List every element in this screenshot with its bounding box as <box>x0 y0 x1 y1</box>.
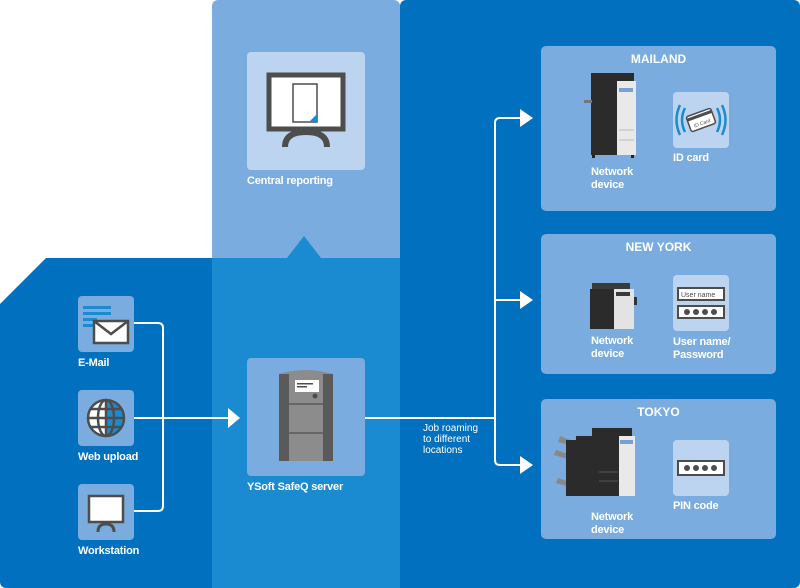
email-icon <box>83 306 130 345</box>
workstation-tile[interactable] <box>78 484 134 540</box>
location-title: MAILAND <box>630 52 687 66</box>
server-tile[interactable] <box>247 358 365 476</box>
roaming-trunk <box>494 117 521 466</box>
location-new-york: NEW YORK <box>541 234 776 374</box>
pin-pad-icon <box>677 460 725 476</box>
central-reporting-label: Central reporting <box>247 175 333 187</box>
arrow-to-mailand <box>520 109 533 127</box>
arrow-to-server <box>228 408 240 428</box>
arrow-to-tokyo <box>520 456 533 474</box>
device-label-line1: Network <box>591 511 633 523</box>
monitor-icon <box>87 494 125 533</box>
mailand-device-label: Network device <box>591 166 633 192</box>
roaming-line-3: locations <box>423 445 463 456</box>
login-label: User name/ Password <box>673 336 731 362</box>
id-card-label: ID card <box>673 152 709 164</box>
server-icon <box>279 370 333 461</box>
device-label-line2: device <box>591 348 625 360</box>
newyork-device-label: Network device <box>591 335 633 361</box>
auth-label-line1: User name/ <box>673 336 731 348</box>
server-label: YSoft SafeQ server <box>247 481 344 493</box>
login-form-icon: User name <box>677 287 725 319</box>
location-title: NEW YORK <box>625 240 692 254</box>
device-label-line2: device <box>591 179 625 191</box>
pin-code-label: PIN code <box>673 500 719 512</box>
auth-label-line2: Password <box>673 349 724 361</box>
id-card-icon: ID Card <box>675 104 727 136</box>
tokyo-printer <box>554 428 635 496</box>
pin-code-tile[interactable] <box>673 440 729 496</box>
login-tile[interactable]: User name <box>673 275 729 331</box>
location-mailand: MAILAND <box>541 46 776 211</box>
central-reporting-tile[interactable] <box>247 52 365 170</box>
id-card-tile[interactable]: ID Card <box>673 92 729 148</box>
mailand-printer <box>584 73 636 158</box>
roaming-line-2: to different <box>423 434 471 445</box>
web-upload-tile[interactable] <box>78 390 134 446</box>
location-title: TOKYO <box>637 405 680 419</box>
email-label: E-Mail <box>78 357 110 369</box>
svg-text:User name: User name <box>681 292 715 299</box>
newyork-printer <box>590 283 637 329</box>
device-label-line1: Network <box>591 166 633 178</box>
report-monitor-icon <box>266 72 346 148</box>
web-upload-label: Web upload <box>78 451 139 463</box>
svg-text:ID Card: ID Card <box>693 118 711 130</box>
tokyo-device-label: Network device <box>591 511 633 537</box>
roaming-label: Job roaming to different locations <box>423 423 478 456</box>
arrow-to-newyork <box>520 291 533 309</box>
roaming-line-1: Job roaming <box>423 423 479 434</box>
device-label-line2: device <box>591 524 625 536</box>
email-tile[interactable] <box>78 296 134 352</box>
workstation-label: Workstation <box>78 545 140 557</box>
device-label-line1: Network <box>591 335 633 347</box>
globe-icon <box>86 398 126 438</box>
